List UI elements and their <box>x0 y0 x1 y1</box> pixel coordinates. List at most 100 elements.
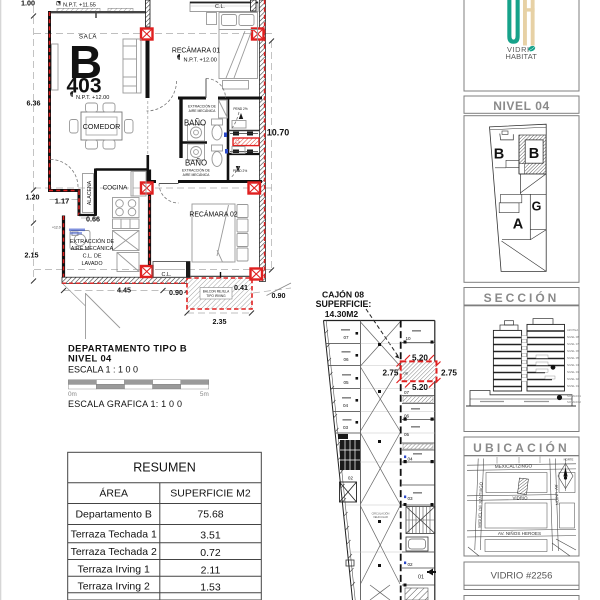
svg-text:NIVEL 08: NIVEL 08 <box>567 335 579 339</box>
svg-text:AZOTEA: AZOTEA <box>567 328 578 332</box>
svg-text:0.90: 0.90 <box>272 291 286 300</box>
svg-text:VEHICULAR: VEHICULAR <box>373 515 388 519</box>
svg-text:BALCON REJILLA: BALCON REJILLA <box>203 290 230 294</box>
svg-text:07: 07 <box>404 390 410 395</box>
svg-text:B: B <box>529 146 539 162</box>
svg-text:04: 04 <box>343 403 349 408</box>
svg-text:2.35: 2.35 <box>213 317 227 326</box>
svg-text:VIDRI: VIDRI <box>507 45 530 54</box>
svg-text:EXTRACCIÓN DE: EXTRACCIÓN DE <box>70 238 115 245</box>
svg-text:CIRCULACIÓN: CIRCULACIÓN <box>372 511 390 516</box>
svg-text:3.51: 3.51 <box>200 530 221 542</box>
svg-text:B: B <box>69 36 102 88</box>
svg-text:RESUMEN: RESUMEN <box>133 461 196 475</box>
svg-text:5.20: 5.20 <box>412 354 428 363</box>
svg-text:75.68: 75.68 <box>197 509 223 521</box>
svg-text:02: 02 <box>348 476 353 481</box>
svg-text:1.20: 1.20 <box>26 193 40 202</box>
svg-text:NIVEL 04: NIVEL 04 <box>68 353 112 364</box>
svg-text:NORTE: NORTE <box>564 458 574 462</box>
svg-text:SALA: SALA <box>79 34 97 41</box>
svg-text:Terraza Irving 1: Terraza Irving 1 <box>78 564 151 576</box>
svg-text:1.53: 1.53 <box>200 582 221 594</box>
svg-text:PEND 2%: PEND 2% <box>233 107 248 111</box>
svg-text:2.75: 2.75 <box>441 369 457 378</box>
svg-text:403: 403 <box>66 75 101 98</box>
svg-text:MEXICALTZINGO: MEXICALTZINGO <box>495 463 533 469</box>
svg-text:03: 03 <box>407 496 413 501</box>
svg-text:4.45: 4.45 <box>117 286 131 295</box>
svg-text:B: B <box>494 147 504 163</box>
svg-text:2.75: 2.75 <box>383 369 399 378</box>
svg-text:G: G <box>532 200 542 214</box>
svg-text:0.72: 0.72 <box>200 547 221 559</box>
svg-text:5m: 5m <box>200 391 209 398</box>
svg-text:COMEDOR: COMEDOR <box>83 122 121 131</box>
svg-text:LAVADO: LAVADO <box>81 261 102 267</box>
svg-text:SUPERFICIE M2: SUPERFICIE M2 <box>170 488 251 500</box>
svg-text:AIRE MECÁNICA: AIRE MECÁNICA <box>71 245 114 252</box>
svg-text:ESCALA 1 : 1 0 0: ESCALA 1 : 1 0 0 <box>68 365 138 375</box>
svg-text:N.P.T. +12.00: N.P.T. +12.00 <box>76 95 109 101</box>
svg-text:05: 05 <box>343 380 349 385</box>
svg-text:5.20: 5.20 <box>412 383 428 392</box>
svg-text:NIVEL 04: NIVEL 04 <box>567 363 579 367</box>
svg-text:NIVEL 03: NIVEL 03 <box>567 370 579 374</box>
svg-text:2.11: 2.11 <box>201 565 221 577</box>
svg-text:AV. NIÑOS HEROES: AV. NIÑOS HEROES <box>498 530 541 536</box>
svg-text:04: 04 <box>407 457 413 462</box>
svg-text:SECCIÓN: SECCIÓN <box>484 290 560 305</box>
svg-text:SOTANO 2: SOTANO 2 <box>567 400 581 404</box>
svg-text:03: 03 <box>343 425 349 430</box>
svg-text:6.36: 6.36 <box>27 99 41 108</box>
svg-text:EXTRACCIÓN DE: EXTRACCIÓN DE <box>188 104 217 109</box>
svg-text:0m: 0m <box>68 391 77 398</box>
svg-text:08: 08 <box>404 372 408 376</box>
svg-text:CAJÓN 08: CAJÓN 08 <box>322 289 364 300</box>
svg-text:NIVEL 04: NIVEL 04 <box>493 99 550 113</box>
svg-text:SUPERFICIE:: SUPERFICIE: <box>316 299 372 309</box>
svg-text:Departamento B: Departamento B <box>75 509 151 521</box>
svg-text:MIGUEL DE SANTIAGO: MIGUEL DE SANTIAGO <box>477 481 484 528</box>
svg-text:Terraza Techada 1: Terraza Techada 1 <box>71 529 157 541</box>
svg-text:BAÑO: BAÑO <box>184 119 206 128</box>
svg-text:C.L.: C.L. <box>215 4 225 10</box>
svg-text:01: 01 <box>418 575 424 581</box>
svg-text:ALACENA: ALACENA <box>87 180 93 205</box>
svg-text:10: 10 <box>405 336 411 341</box>
svg-text:NIVEL 05: NIVEL 05 <box>567 356 579 360</box>
svg-text:COCINA: COCINA <box>103 185 129 192</box>
svg-text:A: A <box>513 217 524 233</box>
svg-text:SOTANO 1: SOTANO 1 <box>567 394 581 398</box>
svg-text:05: 05 <box>404 432 410 437</box>
svg-text:Terraza Irving 2: Terraza Irving 2 <box>78 581 151 593</box>
svg-text:DEPARTAMENTO TIPO B: DEPARTAMENTO TIPO B <box>68 343 187 354</box>
svg-text:Terraza Techada 2: Terraza Techada 2 <box>71 546 157 558</box>
svg-text:02: 02 <box>407 562 413 567</box>
svg-text:ESCALA GRAFICA 1: 1 0 0: ESCALA GRAFICA 1: 1 0 0 <box>68 399 182 409</box>
svg-text:06: 06 <box>404 414 410 419</box>
svg-text:ÁREA: ÁREA <box>99 487 128 500</box>
svg-text:VIDRIO: VIDRIO <box>512 495 528 500</box>
svg-text:TIPO IRVING: TIPO IRVING <box>206 294 226 298</box>
svg-text:PEND 2%: PEND 2% <box>233 169 248 173</box>
svg-text:1.00: 1.00 <box>21 0 35 8</box>
svg-text:07: 07 <box>343 335 349 340</box>
svg-text:0.41: 0.41 <box>234 283 248 292</box>
svg-text:HABITAT: HABITAT <box>506 52 538 61</box>
svg-text:0.90: 0.90 <box>169 288 183 297</box>
svg-text:EXTRACCIÓN DE: EXTRACCIÓN DE <box>182 168 211 173</box>
svg-text:10.70: 10.70 <box>267 128 290 138</box>
svg-text:AIRE MECÁNICA: AIRE MECÁNICA <box>189 109 216 113</box>
svg-text:C.L. DE: C.L. DE <box>83 254 102 260</box>
svg-text:AV. UNION: AV. UNION <box>554 484 560 505</box>
svg-text:C.L.: C.L. <box>162 272 172 278</box>
svg-text:06: 06 <box>343 357 349 362</box>
svg-text:RECÁMARA 01: RECÁMARA 01 <box>172 46 220 55</box>
svg-text:0.66: 0.66 <box>86 215 100 224</box>
svg-text:N.P.T. +11.55: N.P.T. +11.55 <box>63 3 96 9</box>
svg-text:2.15: 2.15 <box>25 251 39 260</box>
svg-text:+12.0: +12.0 <box>52 226 61 230</box>
svg-text:N.P.T. +12.00: N.P.T. +12.00 <box>184 58 217 64</box>
svg-text:AIRE MECÁNICA: AIRE MECÁNICA <box>183 173 210 177</box>
